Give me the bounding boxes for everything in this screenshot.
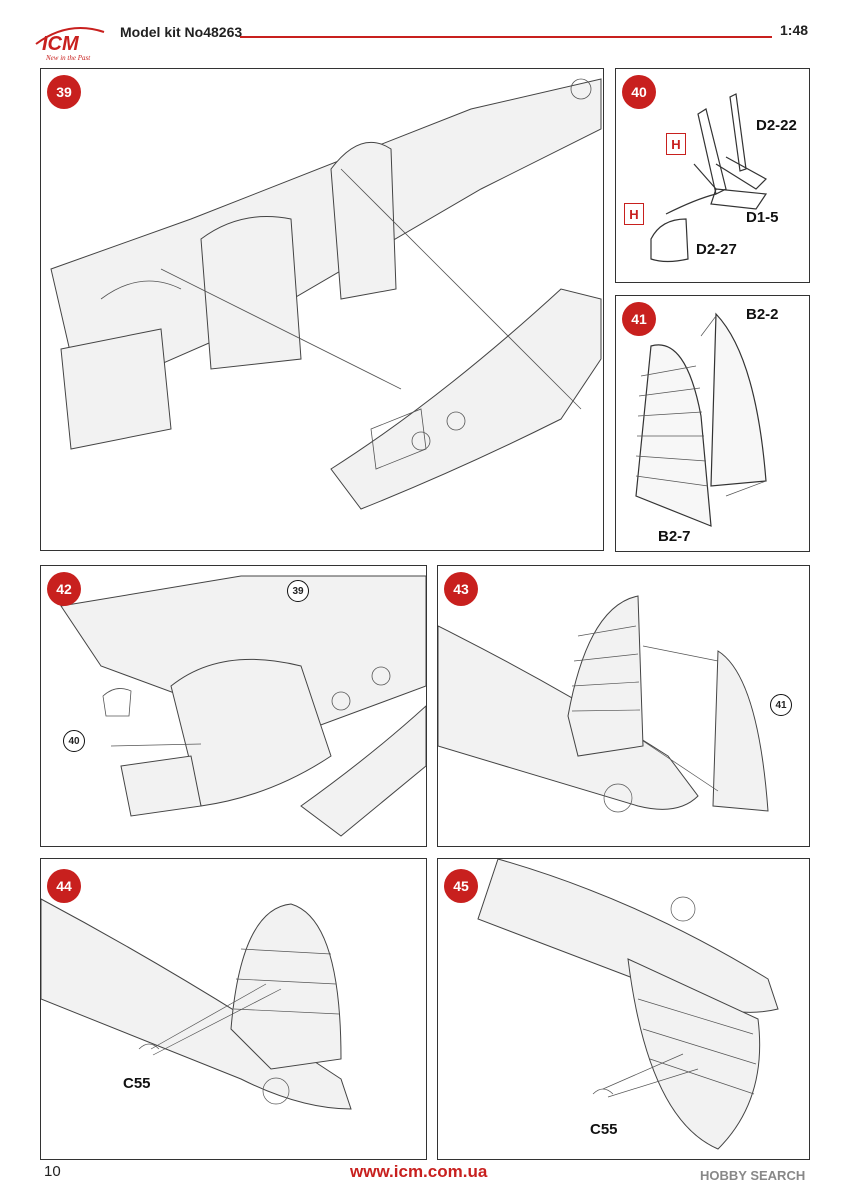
step-42-badge: 42 (47, 572, 81, 606)
reference-step-41: 41 (770, 694, 792, 716)
scale-label: 1:48 (780, 22, 809, 38)
step-45-panel: 45 C55 (437, 858, 810, 1160)
step-41-panel: 41 B2-2 B2-7 (615, 295, 810, 552)
part-label-c55: C55 (590, 1121, 618, 1138)
fuselage-assembly-drawing (50, 78, 602, 510)
paint-code-h: H (624, 203, 644, 225)
part-label-d2-22: D2-22 (756, 117, 797, 134)
page-number: 10 (44, 1163, 61, 1180)
seat-assembly-drawing (650, 93, 768, 263)
part-label-c55: C55 (123, 1075, 151, 1092)
part-label-b2-7: B2-7 (658, 528, 691, 545)
cockpit-seat-drawing (60, 575, 426, 837)
rudder-assembly-drawing (635, 312, 767, 527)
step-39-badge: 39 (47, 75, 81, 109)
step-43-panel: 43 41 (437, 565, 810, 847)
step-40-panel: 40 H H D2-22 D1-5 D2-27 (615, 68, 810, 283)
step-41-badge: 41 (622, 302, 656, 336)
icm-logo: ICM New in the Past (35, 27, 105, 62)
tail-wheel-c55-drawing (41, 898, 352, 1110)
tail-fin-drawing (438, 595, 769, 813)
reference-step-40: 40 (63, 730, 85, 752)
reference-step-39: 39 (287, 580, 309, 602)
step-44-panel: 44 C55 (40, 858, 427, 1160)
website-link[interactable]: www.icm.com.ua (350, 1162, 488, 1181)
part-label-d2-27: D2-27 (696, 241, 737, 258)
step-44-badge: 44 (47, 869, 81, 903)
header-rule (240, 36, 772, 38)
step-43-badge: 43 (444, 572, 478, 606)
watermark: HOBBY SEARCH (700, 1168, 806, 1183)
step-45-badge: 45 (444, 869, 478, 903)
part-label-d1-5: D1-5 (746, 209, 779, 226)
tail-underside-c55-drawing (477, 859, 779, 1150)
svg-text:New in the Past: New in the Past (45, 54, 91, 62)
paint-code-h: H (666, 133, 686, 155)
svg-text:ICM: ICM (42, 33, 80, 55)
step-40-badge: 40 (622, 75, 656, 109)
step-42-panel: 42 39 40 (40, 565, 427, 847)
part-label-b2-2: B2-2 (746, 306, 779, 323)
model-kit-number: Model kit No48263 (120, 24, 243, 40)
step-39-panel: 39 (40, 68, 604, 551)
